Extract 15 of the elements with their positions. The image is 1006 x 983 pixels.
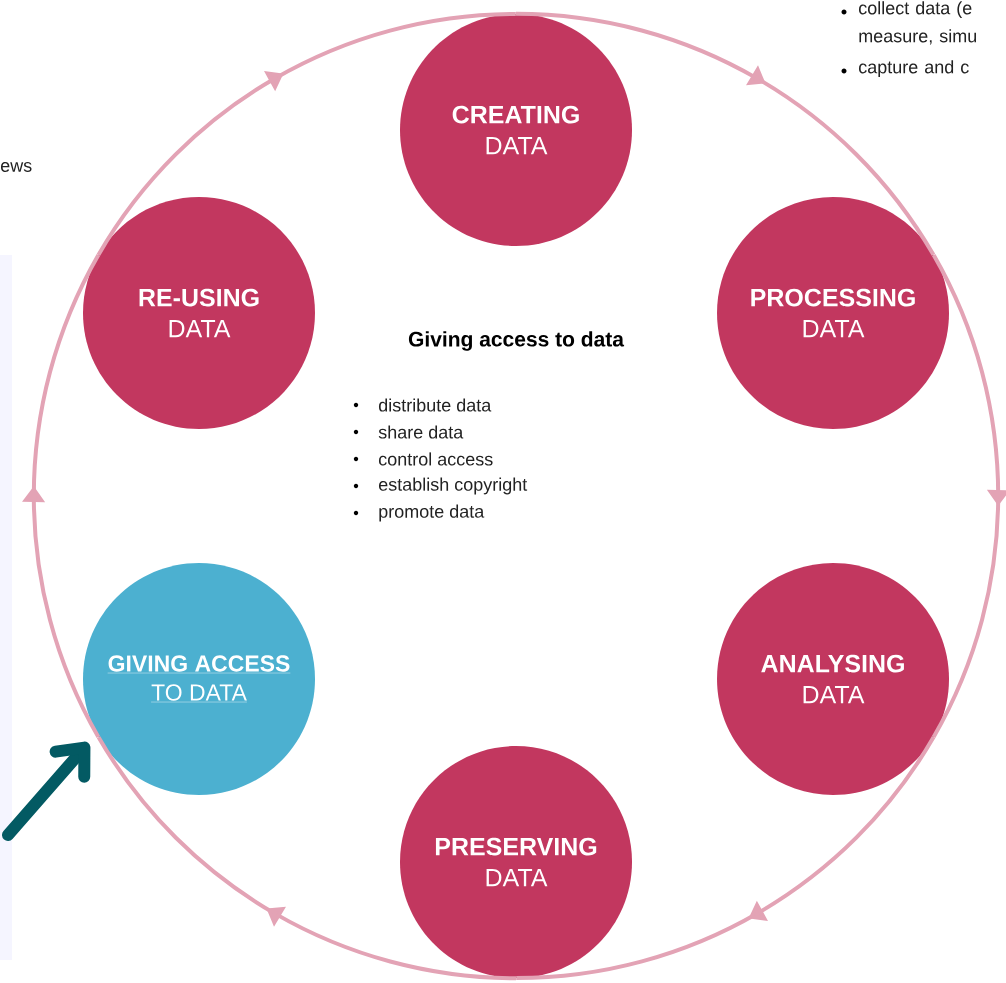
bullet-item: control access [353,452,493,466]
cycle-arrow [96,11,516,256]
bullet-item: promote data [353,504,485,522]
cycle-arrow [515,11,936,256]
cycle-arrow [931,253,1006,738]
cycle-arrow [22,254,101,739]
bullet-item: capture and c [841,60,969,77]
cycle-arrow [96,736,517,981]
heading: Giving access to data [408,331,625,351]
cycle-arrow [516,736,936,981]
bullet-item: establish copyright [353,477,528,495]
text-fragment: ews [0,162,32,172]
bullet-item: distribute data [353,398,492,412]
pointer-arrow [2,741,91,841]
bullet-item: share data [353,425,464,439]
